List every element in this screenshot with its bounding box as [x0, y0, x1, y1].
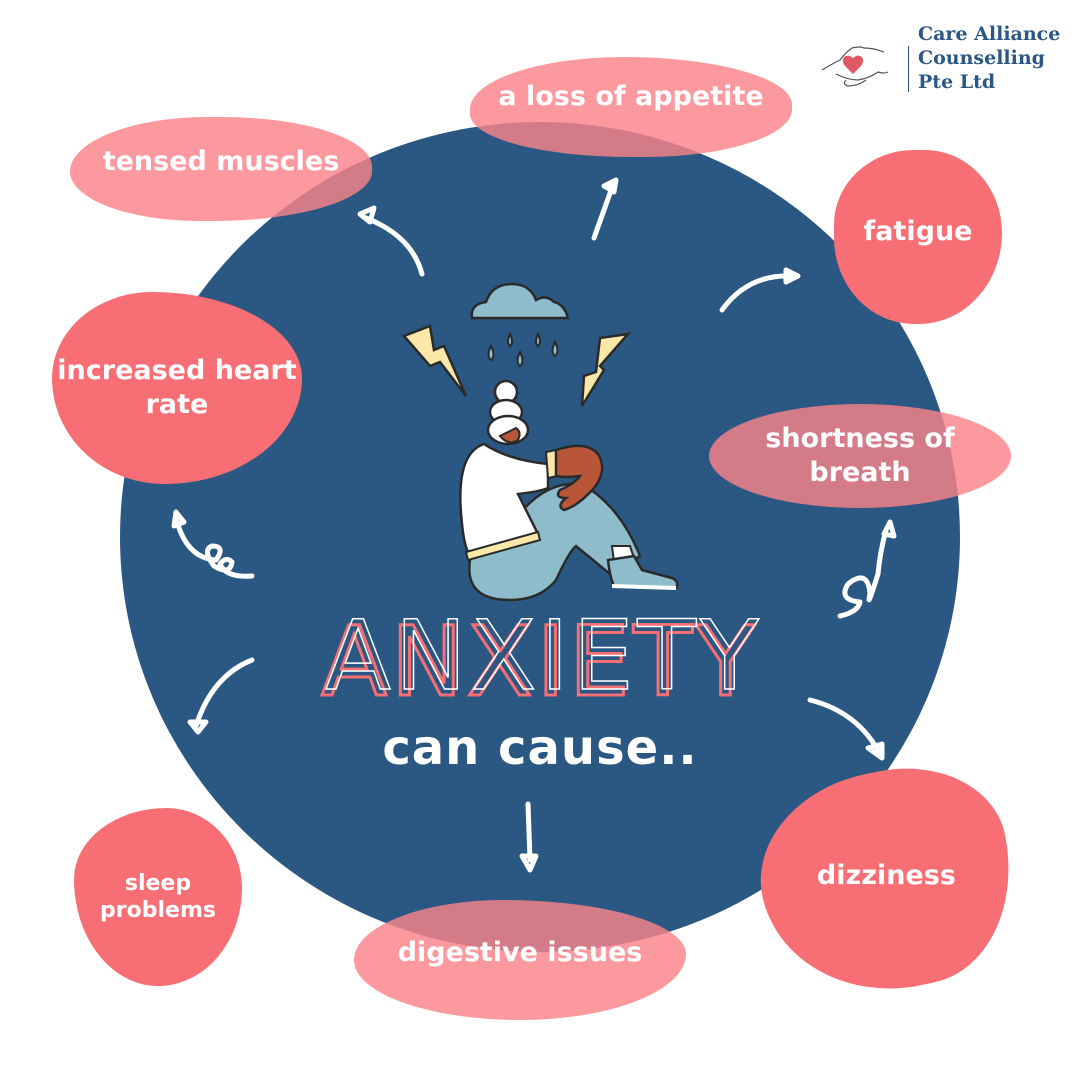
logo-divider: [908, 46, 909, 92]
symptom-label: a loss of appetite: [498, 81, 764, 113]
arrow-down-icon: [525, 801, 533, 863]
arrow-loop-icon: [837, 527, 889, 619]
symptom-shortness-of-breath: shortness of breath: [709, 404, 1011, 508]
symptom-appetite: a loss of appetite: [470, 57, 792, 157]
headline-title: ANXIETY: [320, 605, 759, 720]
symptom-increased-heart-rate: increased heart rate: [52, 292, 302, 484]
arrow-loop-icon: [173, 515, 255, 579]
headline-subtitle: can cause..: [382, 720, 698, 776]
symptom-fatigue: fatigue: [834, 150, 1002, 324]
rain-cloud-icon: [470, 282, 570, 320]
symptom-label: shortness of breath: [765, 423, 955, 488]
brand-name-line-3: Pte Ltd: [918, 71, 996, 93]
symptom-label: sleep problems: [100, 870, 216, 924]
brand-name-line-1: Care Alliance: [918, 23, 1061, 45]
arrow-curved-icon: [363, 215, 425, 277]
lightning-bolt-icon: [580, 332, 632, 407]
lightning-bolt-icon: [401, 324, 468, 397]
brand-name-line-2: Counselling: [918, 47, 1045, 69]
brand-name: Care Alliance Counselling Pte Ltd: [918, 22, 1060, 94]
arrow-curved-icon: [193, 657, 255, 729]
symptom-digestive-issues: digestive issues: [354, 900, 686, 1020]
headline-title-outline: ANXIETY: [325, 599, 763, 713]
symptom-label: tensed muscles: [102, 146, 340, 178]
symptom-sleep-problems: sleep problems: [74, 808, 242, 986]
arrow-curved-icon: [719, 273, 795, 313]
symptom-tensed-muscles: tensed muscles: [70, 117, 372, 221]
symptom-label: dizziness: [816, 860, 956, 892]
symptom-label: fatigue: [863, 216, 973, 248]
symptom-label: increased heart rate: [57, 355, 297, 420]
raindrop-icon: [487, 331, 559, 368]
symptom-label: digestive issues: [397, 937, 643, 969]
